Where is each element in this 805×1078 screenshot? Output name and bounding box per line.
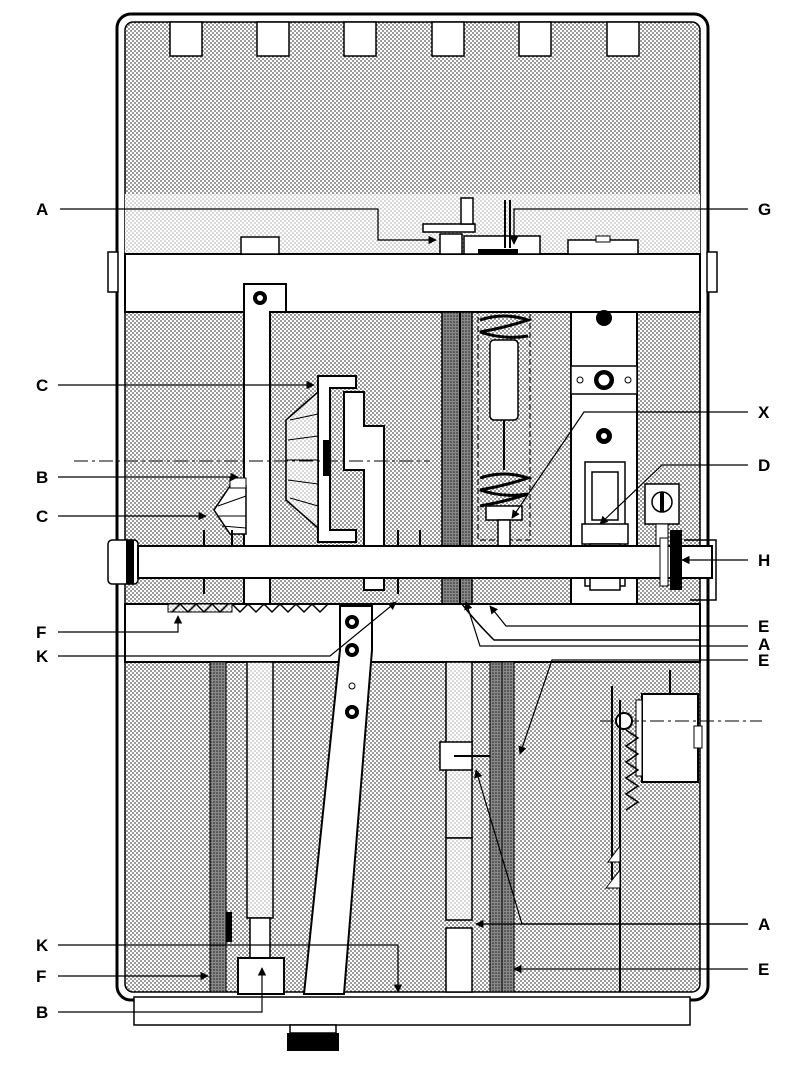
- lower-left-rods: [209, 661, 285, 995]
- top-notches: [169, 21, 640, 57]
- label-d: D: [758, 456, 770, 475]
- label-x: X: [758, 403, 770, 422]
- label-g: G: [758, 200, 771, 219]
- ratchet-assembly: [600, 670, 762, 992]
- label-f-lower: F: [36, 967, 46, 986]
- label-c-upper: C: [36, 376, 48, 395]
- label-a-left: A: [36, 200, 48, 219]
- bevel-gear-upper: [285, 375, 385, 591]
- leader-lines: [58, 208, 748, 1013]
- upper-crossbar: [124, 197, 701, 313]
- main-horizontal-shaft: [107, 530, 717, 601]
- angled-link: [302, 605, 373, 995]
- label-b-upper: B: [36, 468, 48, 487]
- label-c-lower: C: [36, 507, 48, 526]
- label-e-upper: E: [758, 617, 769, 636]
- label-f-upper: F: [36, 623, 46, 642]
- left-labels: A C B C F K K F B: [36, 200, 49, 1022]
- right-labels: G X D H E A E A E: [758, 200, 771, 979]
- label-a-mid: A: [758, 635, 770, 654]
- lower-crossbar: [124, 602, 701, 663]
- bevel-gear-lower: [213, 477, 247, 535]
- label-b-lower: B: [36, 1003, 48, 1022]
- label-h: H: [758, 551, 770, 570]
- lower-central-shafts: [439, 661, 515, 993]
- label-e-lower: E: [758, 960, 769, 979]
- label-e-mid: E: [758, 651, 769, 670]
- label-a-lower: A: [758, 915, 770, 934]
- right-plate: [570, 310, 638, 605]
- label-k-upper: K: [36, 647, 49, 666]
- label-k-lower: K: [36, 936, 49, 955]
